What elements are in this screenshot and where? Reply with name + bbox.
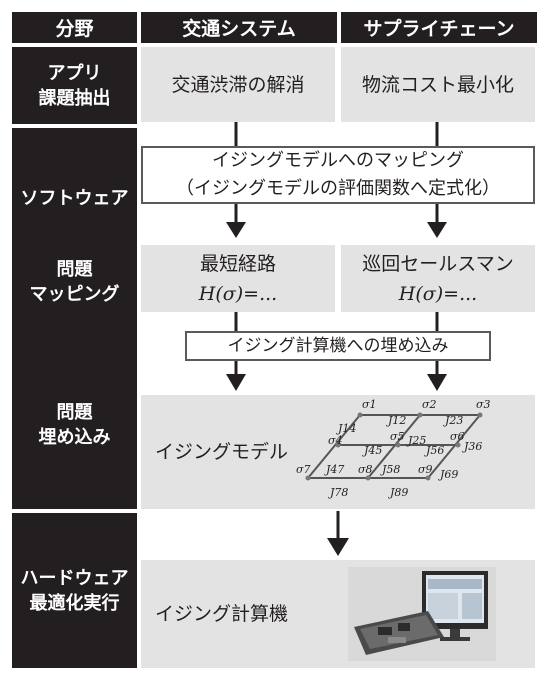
ising-machine-label: イジング計算機 xyxy=(155,603,289,625)
lattice-edge-d2 xyxy=(367,414,421,479)
row-label-app: アプリ 課題抽出 xyxy=(12,47,137,124)
coupling-label-58: J58 xyxy=(380,463,400,476)
mapping-box-shortest-path: 最短経路 H(σ)=... xyxy=(141,245,335,312)
row-label-mid-group xyxy=(12,128,137,509)
row-label-app-text: アプリ 課題抽出 xyxy=(38,62,111,109)
spin-label-6: σ6 xyxy=(450,430,465,443)
row-label-embedding-text: 問題 埋め込み xyxy=(38,402,111,448)
coupling-label-12: J12 xyxy=(386,414,406,427)
coupling-label-69: J69 xyxy=(438,468,458,481)
spin-node-5 xyxy=(395,442,401,448)
coupling-label-78: J78 xyxy=(328,486,348,499)
spin-node-2 xyxy=(417,412,423,418)
spin-label-4: σ4 xyxy=(328,434,343,447)
spin-label-2: σ2 xyxy=(422,398,437,411)
spin-label-8: σ8 xyxy=(358,463,373,476)
spin-node-4 xyxy=(335,442,341,448)
ising-machine-photo xyxy=(348,567,496,661)
ising-model-label: イジングモデル xyxy=(155,441,289,463)
arrow-software-right xyxy=(427,202,447,238)
mapping-left-hamiltonian: H(σ)=... xyxy=(198,282,278,305)
spin-label-3: σ3 xyxy=(476,398,491,411)
spin-node-8 xyxy=(365,475,371,481)
arrow-embed-right xyxy=(427,359,447,391)
row-label-software: ソフトウェア xyxy=(20,187,129,209)
spin-label-9: σ9 xyxy=(418,463,433,476)
arrow-software-left xyxy=(226,202,246,238)
row-label-mapping-text: 問題 マッピング xyxy=(29,259,120,305)
coupling-label-23: J23 xyxy=(443,414,463,427)
arrow-embed-left xyxy=(226,359,246,391)
software-mapping-box: イジングモデルへのマッピング （イジングモデルの評価関数へ定式化） xyxy=(141,146,535,204)
coupling-label-89: J89 xyxy=(388,486,408,499)
lattice-edge-d3 xyxy=(427,414,481,479)
row-label-mapping: 問題 マッピング xyxy=(12,252,137,312)
header-traffic-system: 交通システム xyxy=(141,12,337,43)
header-supply-chain: サプライチェーン xyxy=(341,12,537,43)
mapping-left-title: 最短経路 xyxy=(199,252,276,275)
embedding-step-box: イジング計算機への埋め込み xyxy=(185,331,491,361)
software-line2: （イジングモデルの評価関数へ定式化） xyxy=(176,178,500,199)
coupling-label-36: J36 xyxy=(462,440,482,453)
mapping-right-title: 巡回セールスマン xyxy=(362,252,514,275)
coupling-label-14: J14 xyxy=(336,422,356,435)
spin-node-9 xyxy=(425,475,431,481)
spin-node-6 xyxy=(455,442,461,448)
spin-node-3 xyxy=(477,412,483,418)
app-box-supply: 物流コスト最小化 xyxy=(341,47,535,122)
spin-node-1 xyxy=(357,412,363,418)
row-label-hardware: ハードウェア 最適化実行 xyxy=(12,513,137,668)
lattice-edge-d1 xyxy=(307,414,361,479)
arrow-hardware xyxy=(327,511,349,556)
app-box-traffic: 交通渋滞の解消 xyxy=(141,47,335,122)
spin-label-7: σ7 xyxy=(296,463,311,476)
row-label-embedding: 問題 埋め込み xyxy=(12,395,137,455)
spin-label-5: σ5 xyxy=(390,430,405,443)
ising-lattice: σ1 σ2 σ3 σ4 σ5 σ6 σ7 σ8 σ9 J12 J23 J14 J… xyxy=(296,398,491,499)
coupling-label-47: J47 xyxy=(324,463,344,476)
header-field: 分野 xyxy=(12,12,137,43)
coupling-label-45: J45 xyxy=(362,444,382,457)
software-line1: イジングモデルへのマッピング xyxy=(212,150,464,171)
spin-label-1: σ1 xyxy=(362,398,377,411)
coupling-label-25: J25 xyxy=(406,434,426,447)
coupling-label-56: J56 xyxy=(424,444,444,457)
mapping-right-hamiltonian: H(σ)=... xyxy=(398,282,478,305)
mapping-box-tsp: 巡回セールスマン H(σ)=... xyxy=(341,245,535,312)
spin-node-7 xyxy=(305,475,311,481)
row-label-hardware-text: ハードウェア 最適化実行 xyxy=(20,567,129,614)
